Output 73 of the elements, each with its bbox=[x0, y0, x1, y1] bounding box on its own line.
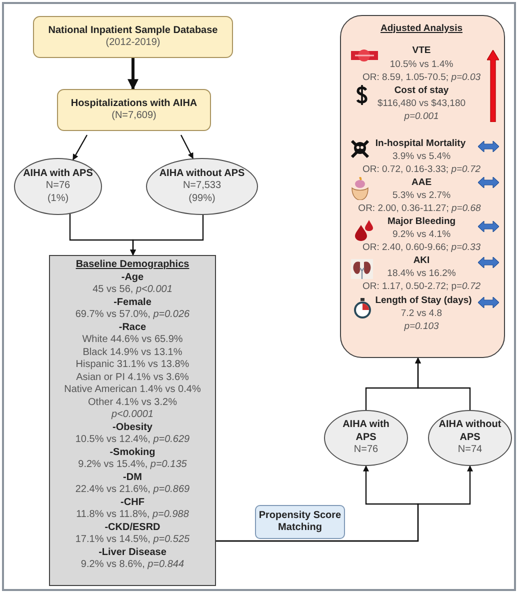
statistic-text: 5.3% vs 2.7% bbox=[392, 190, 451, 202]
statistic-text: (99%) bbox=[188, 192, 216, 206]
statistic-text: 22.4% vs 21.6%, p=0.869 bbox=[75, 484, 190, 496]
statistic-text: Black 14.9% vs 13.1% bbox=[82, 346, 182, 359]
heading-text: VTE bbox=[412, 44, 431, 57]
demographics-panel bbox=[49, 255, 216, 586]
statistic-text: 7.2 vs 4.8 bbox=[400, 308, 442, 320]
heading-text: AIHA with APS bbox=[23, 168, 93, 180]
arrow bbox=[415, 357, 471, 410]
statistic-text: 18.4% vs 16.2% bbox=[387, 268, 456, 280]
statistic-text: OR: 1.17, 0.50-2.72; p=0.72 bbox=[362, 280, 481, 293]
section-heading: Baseline Demographics bbox=[76, 259, 190, 272]
p-value-text: p=0.001 bbox=[404, 110, 439, 123]
section-heading: Adjusted Analysis bbox=[380, 22, 462, 35]
statistic-text: Other 4.1% vs 3.2% bbox=[88, 396, 177, 409]
heading-text: AAE bbox=[411, 176, 432, 189]
statistic-text: Native American 1.4% vs 0.4% bbox=[64, 384, 201, 396]
statistic-text: OR: 0.72, 0.16-3.33; p=0.72 bbox=[362, 164, 481, 176]
variable-label: -CKD/ESRD bbox=[104, 522, 160, 534]
statistic-text: 11.8% vs 11.8%, p=0.988 bbox=[76, 509, 189, 522]
arrow bbox=[216, 465, 473, 542]
heading-text: Cost of stay bbox=[394, 84, 449, 97]
variable-label: -Age bbox=[121, 272, 144, 284]
statistic-text: 17.1% vs 14.5%, p=0.525 bbox=[75, 534, 190, 546]
variable-label: -Race bbox=[118, 322, 146, 334]
heading-text: Length of Stay (days) bbox=[375, 294, 472, 307]
statistic-text: N=74 bbox=[458, 444, 482, 457]
results-panel bbox=[340, 15, 505, 358]
statistic-text: 10.5% vs 12.4%, p=0.629 bbox=[75, 434, 190, 446]
statistic-text: $116,480 vs $43,180 bbox=[377, 98, 466, 110]
heading-text: AIHA with APS bbox=[342, 419, 390, 444]
variable-label: -DM bbox=[123, 472, 142, 484]
statistic-text: (1%) bbox=[47, 192, 69, 206]
heading-text: National Inpatient Sample Database bbox=[48, 24, 218, 37]
arrow bbox=[180, 134, 194, 159]
statistic-text: Asian or PI 4.1% vs 3.6% bbox=[76, 372, 189, 384]
heading-text: AIHA without APS bbox=[438, 419, 502, 444]
arrow bbox=[130, 215, 204, 256]
p-value-text: p<0.0001 bbox=[112, 409, 154, 422]
statistic-text: (2012-2019) bbox=[106, 37, 160, 50]
process-box bbox=[33, 16, 233, 58]
variable-label: -Obesity bbox=[112, 422, 152, 434]
variable-label: -Smoking bbox=[110, 446, 156, 459]
statistic-text: N=7,533 bbox=[182, 180, 222, 193]
statistic-text: Hispanic 31.1% vs 13.8% bbox=[76, 359, 190, 372]
heading-text: In-hospital Mortality bbox=[375, 138, 466, 150]
statistic-text: N=76 bbox=[354, 444, 378, 457]
heading-text: Hospitalizations with AIHA bbox=[70, 98, 198, 110]
heading-text: Major Bleeding bbox=[387, 216, 456, 228]
variable-label: -Female bbox=[114, 296, 152, 309]
statistic-text: 69.7% vs 57.0%, p=0.026 bbox=[75, 309, 190, 322]
statistic-text: N=76 bbox=[46, 180, 70, 193]
statistic-text: (N=7,609) bbox=[112, 110, 156, 122]
arrow bbox=[128, 58, 138, 90]
statistic-text: OR: 8.59, 1.05-70.5; p=0.03 bbox=[362, 72, 481, 84]
statistic-text: 9.2% vs 15.4%, p=0.135 bbox=[78, 459, 187, 472]
heading-text: Propensity Score Matching bbox=[258, 510, 342, 534]
statistic-text: 10.5% vs 1.4% bbox=[390, 58, 454, 71]
variable-label: -CHF bbox=[120, 496, 144, 509]
heading-text: AKI bbox=[413, 254, 430, 267]
arrow bbox=[72, 134, 88, 160]
statistic-text: 9.2% vs 8.6%, p=0.844 bbox=[80, 559, 184, 572]
variable-label: -Liver Disease bbox=[98, 546, 166, 559]
statistic-text: 45 vs 56, p<0.001 bbox=[92, 284, 172, 296]
process-box bbox=[57, 89, 211, 131]
heading-text: AIHA without APS bbox=[159, 168, 245, 180]
statistic-text: 9.2% vs 4.1% bbox=[392, 228, 451, 241]
statistic-text: 3.9% vs 5.4% bbox=[392, 150, 451, 163]
process-box bbox=[255, 505, 345, 539]
p-value-text: p=0.103 bbox=[404, 320, 439, 333]
statistic-text: OR: 2.40, 0.60-9.66; p=0.33 bbox=[362, 242, 481, 254]
statistic-text: OR: 2.00, 0.36-11.27; p=0.68 bbox=[358, 202, 481, 215]
statistic-text: White 44.6% vs 65.9% bbox=[82, 334, 183, 346]
